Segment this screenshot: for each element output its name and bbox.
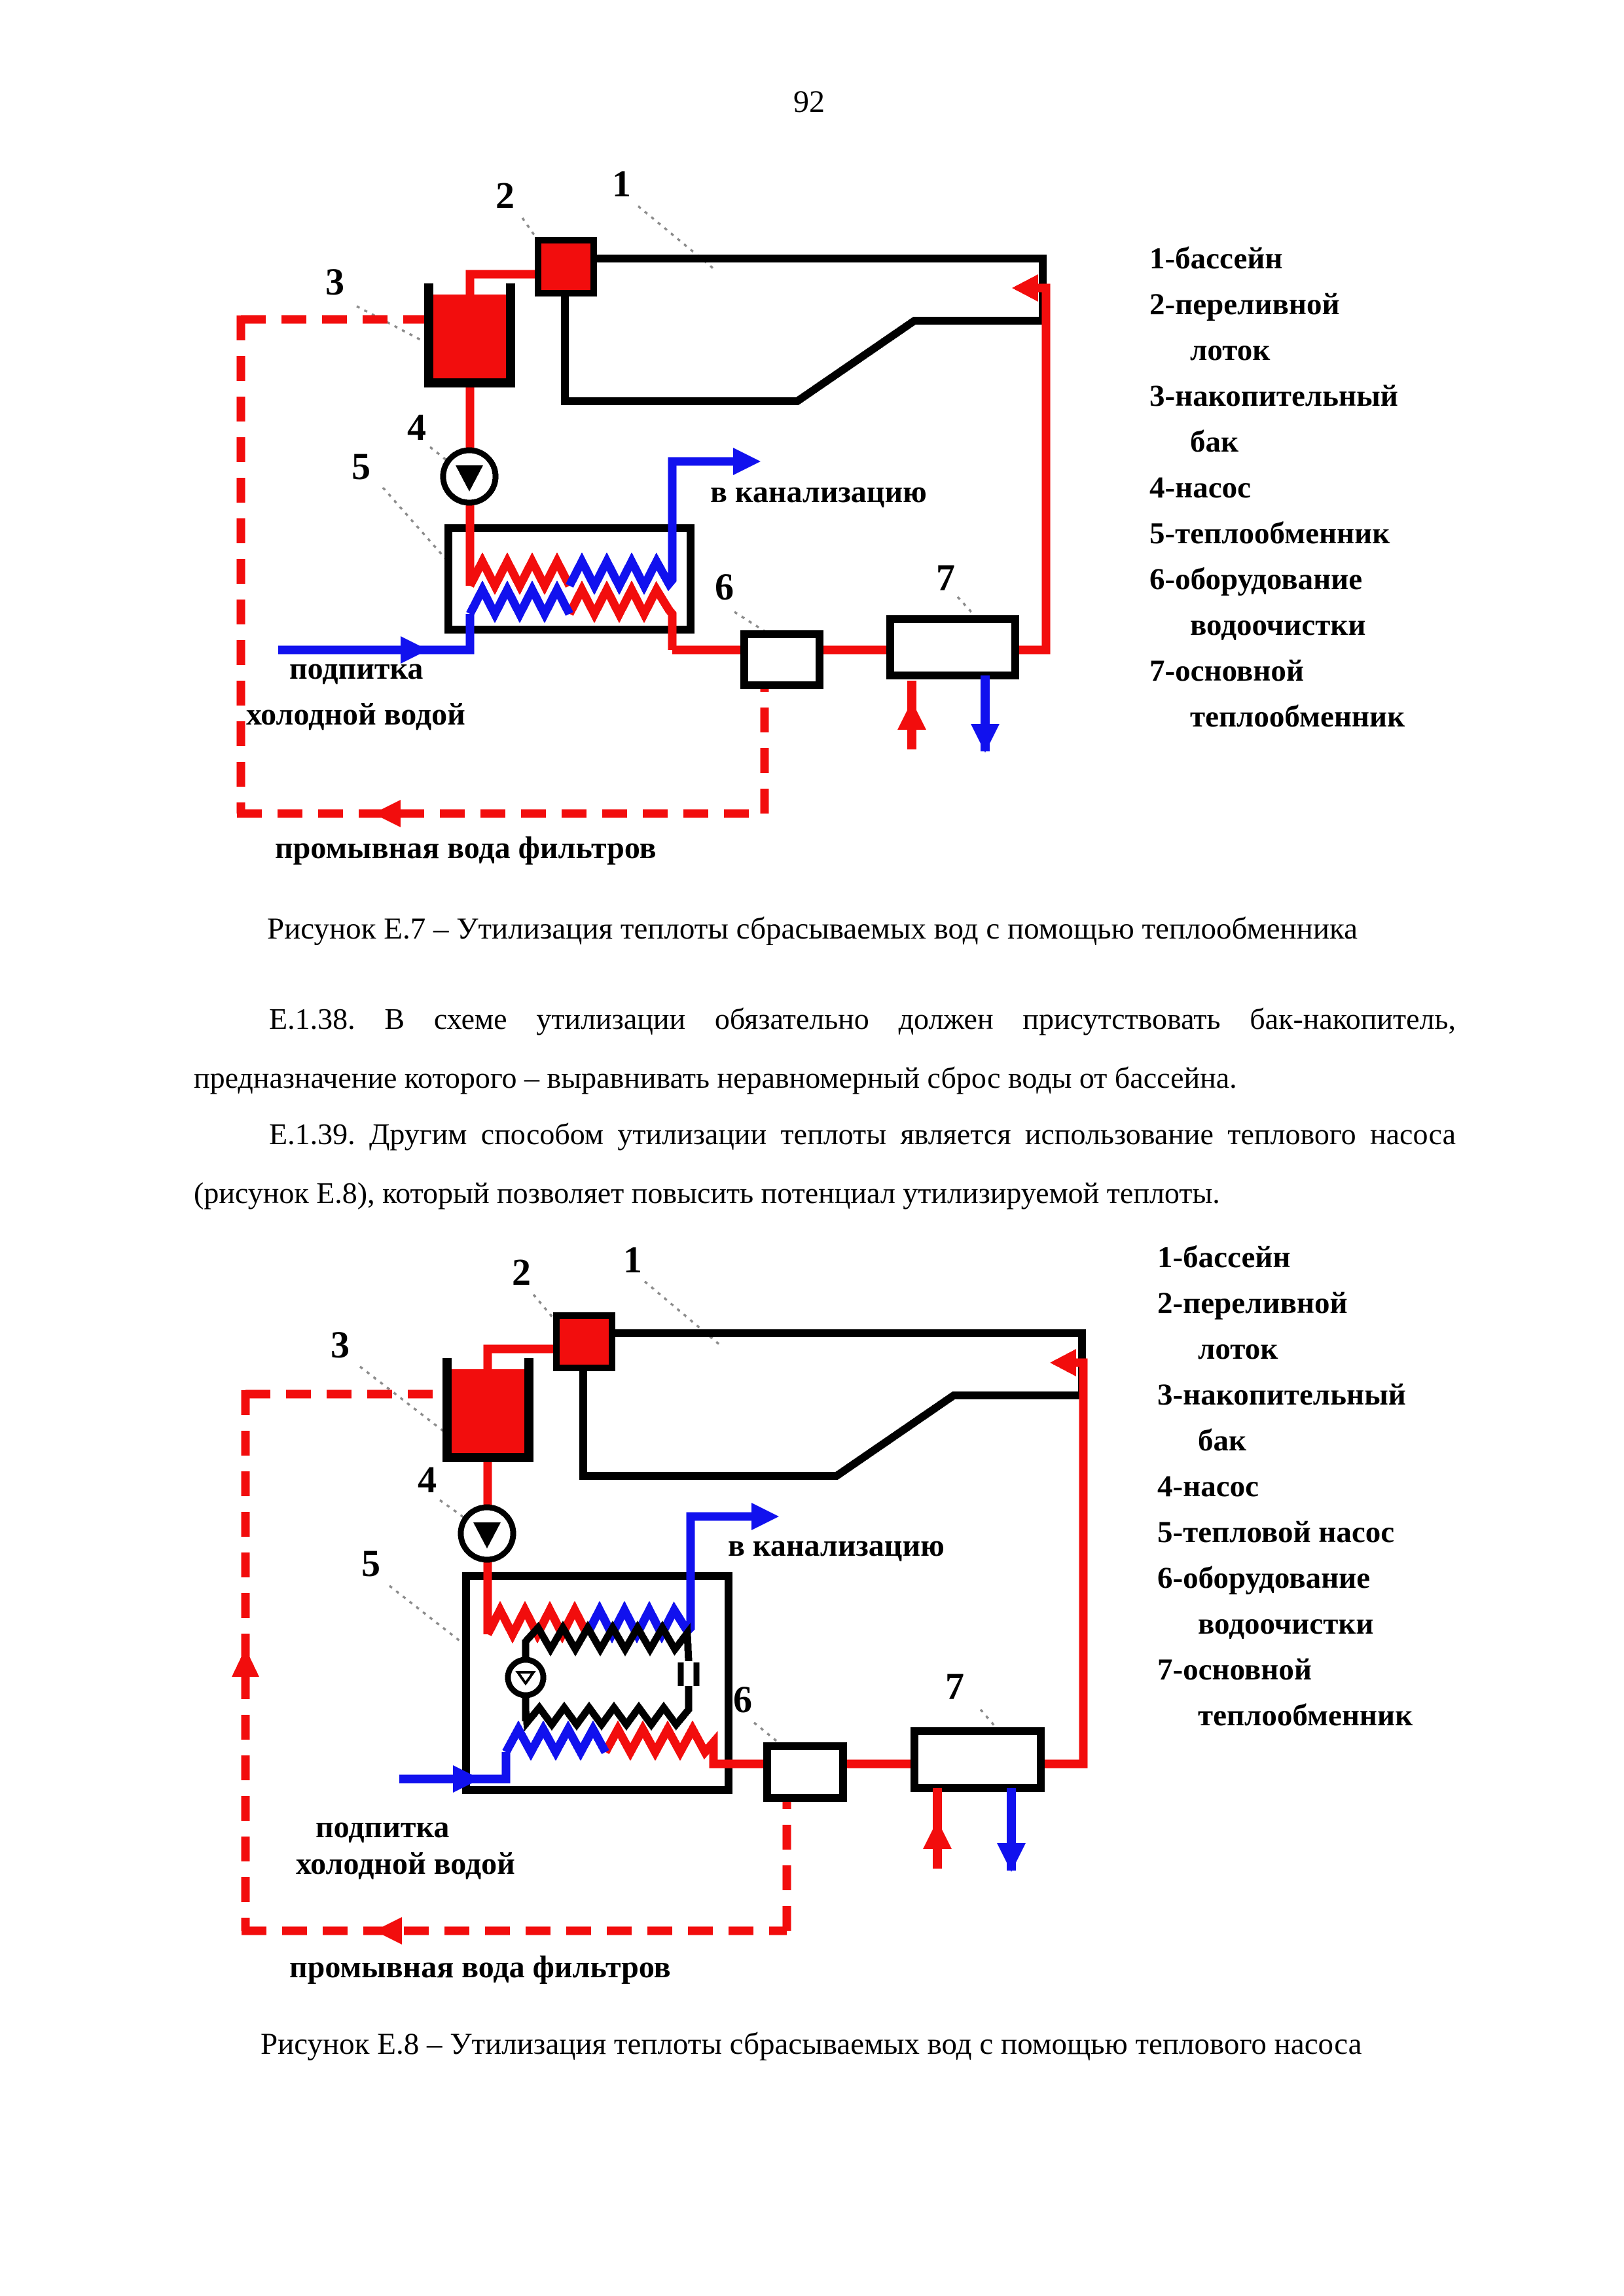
figure-e7-makeup-label-line2: холодной водой: [246, 697, 465, 732]
legend-line: 4-насос: [1149, 471, 1251, 505]
pool-inlet-arrow: [1050, 1349, 1076, 1376]
figure-e8-caption: Рисунок Е.8 – Утилизация теплоты сбрасыв…: [261, 2027, 1362, 2061]
figure-e7-callout-5: 5: [352, 445, 370, 488]
filter-wash-line: [241, 1390, 791, 1935]
figure-e7-callout-4: 4: [407, 406, 426, 448]
figure-e8-callout-1: 1: [623, 1238, 642, 1281]
legend-line: бак: [1190, 425, 1239, 459]
figure-e8-legend: 1-бассейн 2-переливной лоток 3-накопител…: [1157, 1234, 1413, 1738]
legend-line: 6-оборудование: [1157, 1561, 1371, 1595]
figure-e8-callout-3: 3: [331, 1323, 350, 1366]
legend-line: 6-оборудование: [1149, 562, 1363, 596]
compressor-icon: [677, 1662, 700, 1686]
storage-tank: [424, 283, 515, 387]
overflow-gutter: [535, 237, 597, 296]
figure-e8-sewer-label: в канализацию: [728, 1528, 945, 1563]
figure-e8-callout-6: 6: [733, 1678, 752, 1721]
water-treatment-box: [740, 630, 823, 689]
legend-line: 3-накопительный: [1149, 379, 1398, 413]
figure-e8-filter-wash-label: промывная вода фильтров: [289, 1950, 671, 1984]
legend-line: 2-переливной: [1149, 287, 1340, 321]
filter-wash-line: [236, 315, 769, 818]
water-treatment-box: [763, 1742, 847, 1802]
legend-line: 1-бассейн: [1157, 1240, 1291, 1274]
figure-e8-callout-2: 2: [512, 1251, 531, 1293]
filter-wash-arrow: [373, 800, 401, 827]
figure-e8-callout-7: 7: [945, 1665, 964, 1708]
figure-e7-callout-7: 7: [936, 556, 955, 599]
figure-e8-callout-4: 4: [418, 1458, 437, 1501]
legend-line: 7-основной: [1149, 654, 1304, 688]
legend-line: 1-бассейн: [1149, 242, 1283, 276]
filter-wash-arrow: [374, 1917, 402, 1945]
legend-line: 3-накопительный: [1157, 1378, 1406, 1412]
figure-e7-legend: 1-бассейн 2-переливной лоток 3-накопител…: [1149, 236, 1405, 740]
legend-line: 5-теплообменник: [1149, 516, 1390, 550]
legend-line: бак: [1198, 1424, 1247, 1458]
main-heat-exchanger-box: [886, 615, 1019, 679]
sewer-arrow: [733, 448, 761, 475]
legend-line: 4-насос: [1157, 1469, 1259, 1503]
heating-circuit-arrows: [897, 675, 1000, 753]
legend-line: 5-тепловой насос: [1157, 1515, 1395, 1549]
sewer-arrow: [751, 1503, 779, 1530]
makeup-water-arrow: [401, 636, 428, 664]
cold-water-pipes: [278, 457, 733, 655]
figure-e7-sewer-label: в канализацию: [710, 475, 927, 509]
pump: [458, 1504, 516, 1563]
figure-e8-callout-5: 5: [361, 1542, 380, 1585]
figure-e8-makeup-label-line1: подпитка: [316, 1810, 450, 1844]
legend-line: лоток: [1190, 333, 1271, 367]
refrigerant-loop: [522, 1620, 693, 1732]
legend-line: 2-переливной: [1157, 1286, 1348, 1320]
page-number: 92: [793, 84, 825, 119]
figure-e7-callout-3: 3: [325, 260, 344, 303]
figure-e7-callout-6: 6: [715, 565, 734, 608]
expansion-valve-icon: [505, 1657, 547, 1698]
legend-line: лоток: [1198, 1332, 1278, 1366]
figure-e7-filter-wash-label: промывная вода фильтров: [275, 831, 657, 865]
figure-e8-makeup-label-line2: холодной водой: [296, 1846, 515, 1881]
figure-e8-schematic: [232, 1280, 1088, 1945]
pump: [440, 447, 499, 506]
figure-e7-makeup-label-line1: подпитка: [289, 651, 424, 686]
figure-e7-caption: Рисунок Е.7 – Утилизация теплоты сбрасыв…: [267, 912, 1358, 946]
filter-wash-up-arrow: [232, 1648, 259, 1677]
hot-water-pipes: [465, 270, 1051, 655]
figure-e7-schematic: [236, 205, 1051, 827]
pool-inlet-arrow: [1012, 274, 1038, 302]
makeup-water-arrow: [453, 1765, 480, 1793]
figure-e7-callout-1: 1: [612, 162, 631, 205]
pool-outline: [579, 1329, 1086, 1480]
legend-line: теплообменник: [1190, 700, 1405, 734]
legend-line: 7-основной: [1157, 1653, 1312, 1687]
legend-line: теплообменник: [1198, 1698, 1413, 1732]
legend-line: водоочистки: [1190, 608, 1366, 642]
main-heat-exchanger-box: [911, 1727, 1045, 1792]
paragraph-e139: Е.1.39. Другим способом утилизации тепло…: [194, 1117, 1456, 1210]
overflow-gutter: [553, 1312, 615, 1371]
pool-outline: [561, 255, 1047, 405]
heating-circuit-arrows: [923, 1788, 1026, 1872]
paragraph-e138: Е.1.38. В схеме утилизации обязательно д…: [194, 1002, 1456, 1094]
figure-e7-callout-2: 2: [496, 174, 514, 217]
storage-tank: [442, 1358, 533, 1462]
legend-line: водоочистки: [1198, 1607, 1374, 1641]
